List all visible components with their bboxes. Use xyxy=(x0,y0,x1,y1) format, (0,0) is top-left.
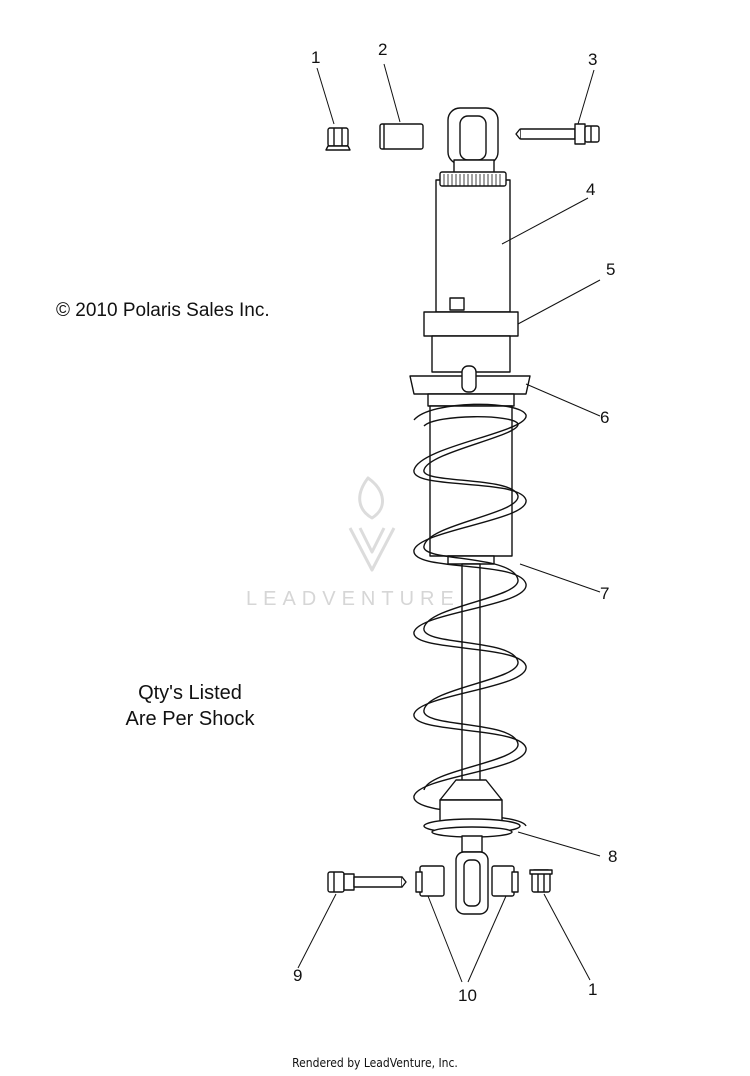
footer-credit: Rendered by LeadVenture, Inc. xyxy=(292,1056,458,1070)
part-6-spring-retainer xyxy=(409,365,531,407)
callout-5: 5 xyxy=(606,260,616,279)
shock-top-eye xyxy=(447,107,499,175)
shock-bottom-eye xyxy=(455,835,489,915)
part-7-coil-spring xyxy=(413,403,527,827)
part-10-bushing-left xyxy=(415,865,445,897)
callout-1-top: 1 xyxy=(311,48,321,67)
part-4-shock-body xyxy=(435,171,511,313)
part-9-bolt-bottom xyxy=(327,871,407,893)
callout-7: 7 xyxy=(600,584,610,603)
part-2-bushing xyxy=(379,123,424,150)
part-1-flange-nut-bottom xyxy=(529,869,553,893)
watermark-text: LEADVENTURE xyxy=(246,588,460,610)
callout-1-bottom: 1 xyxy=(588,980,598,999)
part-8-lower-spring-seat xyxy=(423,818,521,838)
callout-10: 10 xyxy=(458,986,477,1005)
callout-6: 6 xyxy=(600,408,610,427)
qty-note-line-2: Are Per Shock xyxy=(125,708,255,730)
qty-note: Qty's Listed Are Per Shock xyxy=(90,680,290,732)
part-3-bolt-top xyxy=(515,123,600,145)
callout-9: 9 xyxy=(293,966,303,985)
copyright-text: © 2010 Polaris Sales Inc. xyxy=(56,300,270,321)
part-10-bushing-right xyxy=(491,865,519,897)
callout-4: 4 xyxy=(586,180,596,199)
part-5-adjuster-ring xyxy=(423,311,519,373)
shock-bottom-cone xyxy=(439,779,503,823)
callout-8: 8 xyxy=(608,847,618,866)
watermark-logo-icon xyxy=(348,476,396,572)
callout-2: 2 xyxy=(378,40,388,59)
qty-note-line-1: Qty's Listed xyxy=(138,682,242,704)
part-1-flange-nut-top xyxy=(325,127,351,151)
callout-leader-lines xyxy=(297,63,601,983)
callout-3: 3 xyxy=(588,50,598,69)
